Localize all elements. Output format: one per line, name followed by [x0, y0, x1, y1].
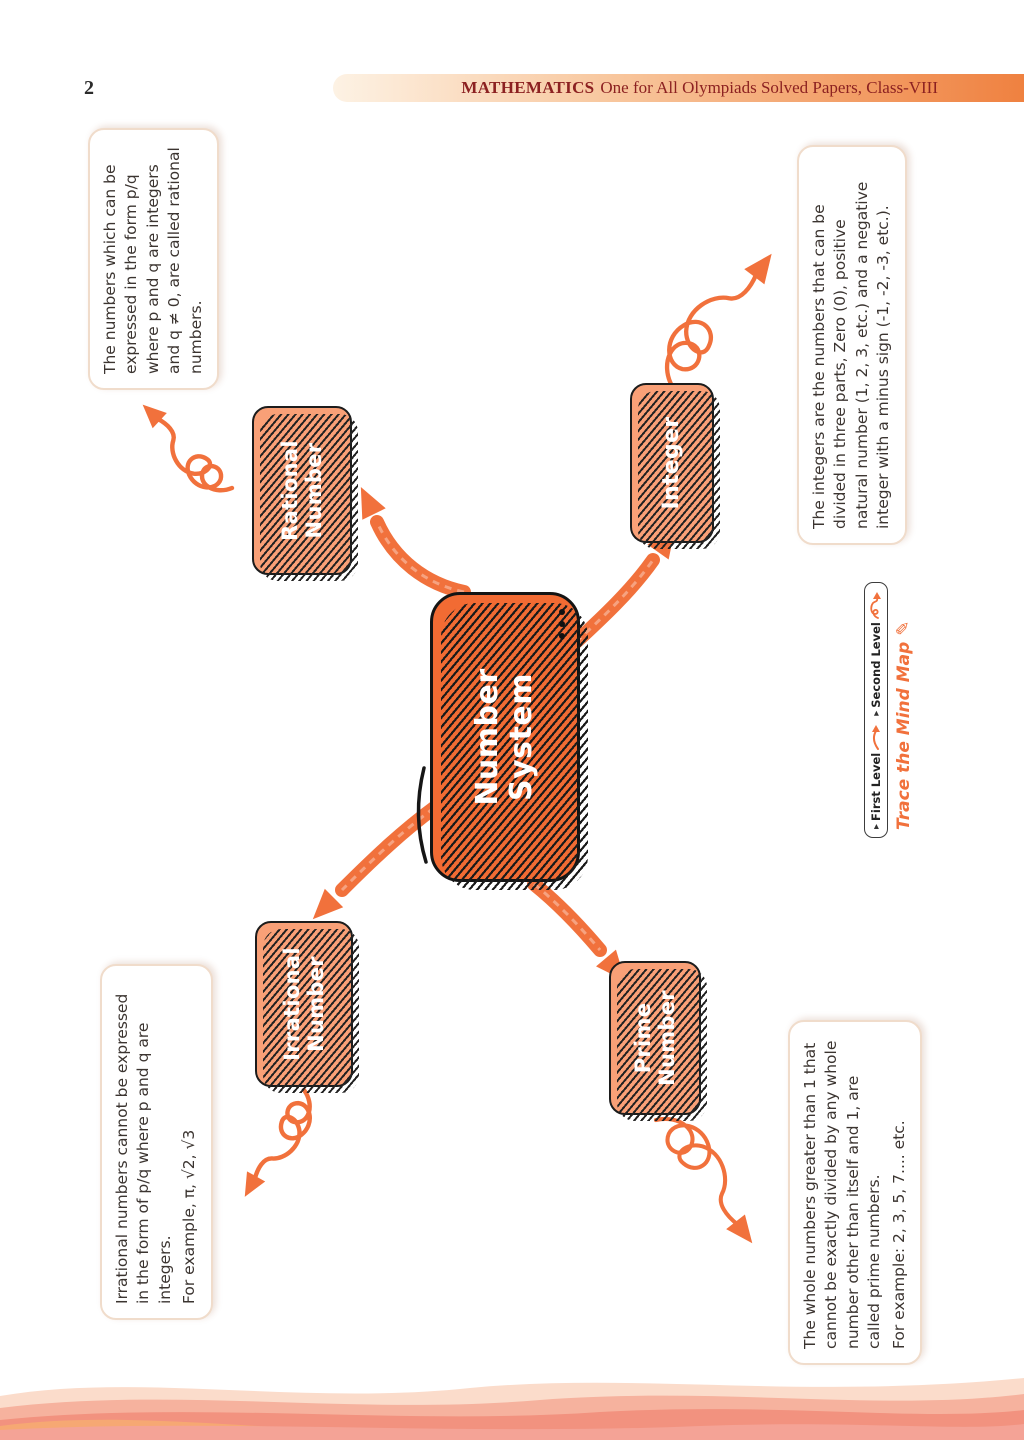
bottom-waves — [0, 1378, 1024, 1440]
legend-levels: ▸ First Level ▸ Second Level — [864, 582, 888, 838]
center-node-label: Number System — [470, 668, 539, 806]
header-subject: MATHEMATICS — [461, 78, 595, 97]
note-prime-text: The whole numbers greater than 1 that ca… — [801, 1040, 884, 1349]
decorative-dots — [559, 609, 565, 639]
node-rational-number: Rational Number — [252, 406, 352, 575]
center-to-rational-arrow — [360, 487, 471, 599]
triangle-bullet-icon: ▸ — [870, 823, 882, 829]
note-rational-number: The numbers which can be expressed in th… — [88, 128, 219, 390]
node-prime-label: Prime Number — [630, 990, 679, 1086]
pencil-icon: ✎ — [893, 620, 914, 636]
rational-coil-arrow — [142, 404, 235, 493]
note-prime-number: The whole numbers greater than 1 that ca… — [788, 1020, 922, 1365]
node-prime-number: Prime Number — [609, 961, 701, 1115]
legend-first-level: ▸ First Level — [869, 724, 883, 829]
integer-coil-arrow — [665, 253, 772, 389]
page-number: 2 — [84, 77, 94, 99]
node-irrational-label: Irrational Number — [279, 947, 328, 1061]
legend-title: Trace the Mind Map ✎ — [893, 598, 914, 838]
note-irrational-number: Irrational numbers cannot be expressed i… — [100, 964, 213, 1320]
triangle-bullet-icon: ▸ — [870, 710, 882, 716]
first-level-arrow-icon — [872, 724, 880, 750]
node-integer: Integer — [630, 383, 714, 543]
prime-coil-arrow — [653, 1116, 753, 1244]
center-to-irrational-arrow — [312, 801, 441, 920]
note-irrational-example: For example, π, √2, √3 — [180, 1129, 199, 1304]
node-integer-label: Integer — [659, 416, 685, 510]
note-rational-text: The numbers which can be expressed in th… — [101, 147, 205, 374]
connector-arrows — [142, 253, 772, 1244]
node-rational-label: Rational Number — [277, 440, 326, 541]
mindmap-canvas: Irrational numbers cannot be expressed i… — [82, 120, 942, 1390]
irrational-coil-arrow — [244, 1087, 312, 1197]
header-subtitle: One for All Olympiads Solved Papers, Cla… — [600, 78, 938, 97]
second-level-coil-icon — [870, 592, 881, 620]
page-header: 2 MATHEMATICS One for All Olympiads Solv… — [0, 74, 1024, 104]
note-irrational-text: Irrational numbers cannot be expressed i… — [113, 993, 174, 1304]
node-number-system: Number System — [430, 592, 580, 882]
note-prime-example: For example: 2, 3, 5, 7.... etc. — [889, 1120, 908, 1349]
node-irrational-number: Irrational Number — [255, 921, 353, 1087]
header-bar: MATHEMATICS One for All Olympiads Solved… — [333, 74, 1024, 102]
sketch-flourish — [416, 766, 428, 864]
second-level-label: Second Level — [869, 622, 883, 708]
legend: ▸ First Level ▸ Second Level — [864, 582, 914, 838]
legend-second-level: ▸ Second Level — [869, 591, 883, 716]
note-integer-text: The integers are the numbers that can be… — [810, 181, 893, 529]
note-integer: The integers are the numbers that can be… — [797, 145, 907, 545]
first-level-label: First Level — [869, 752, 883, 821]
legend-title-text: Trace the Mind Map — [893, 641, 914, 830]
